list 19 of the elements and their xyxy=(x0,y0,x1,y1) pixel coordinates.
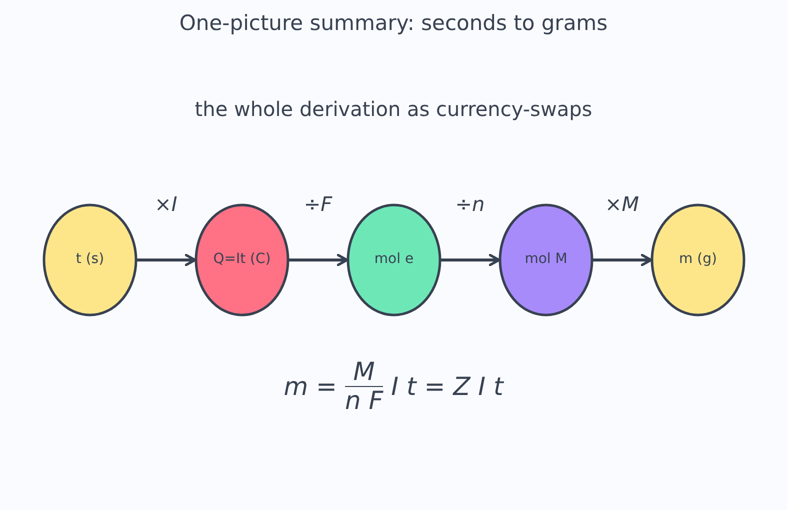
arrow xyxy=(441,254,500,266)
arrow xyxy=(593,254,652,266)
node-label: mol e xyxy=(373,251,415,269)
title: One-picture summary: seconds to grams xyxy=(178,11,609,35)
formula-numerator: M xyxy=(353,358,375,386)
arrow xyxy=(289,254,348,266)
node-label: m (g) xyxy=(678,251,718,269)
edge-label: ×I xyxy=(154,192,178,216)
formula-text: m = xyxy=(284,372,337,401)
edge-label: ×M xyxy=(604,192,640,216)
edge-label: ÷F xyxy=(304,192,332,216)
formula-denominator: n F xyxy=(344,387,384,414)
node-label: t (s) xyxy=(74,251,106,269)
edge-label: ÷n xyxy=(455,192,485,216)
arrow xyxy=(137,254,196,266)
formula-text: I t = Z I t xyxy=(391,372,504,401)
node-label: Q=It (C) xyxy=(212,251,272,269)
node-label: mol M xyxy=(524,251,568,269)
subtitle: the whole derivation as currency-swaps xyxy=(194,97,594,121)
